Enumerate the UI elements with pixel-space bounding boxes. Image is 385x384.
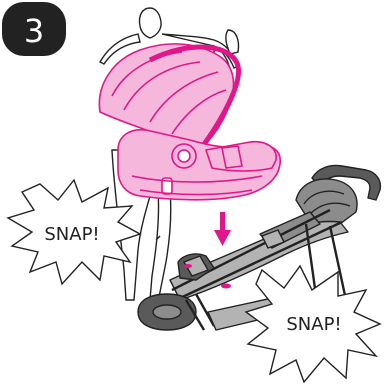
lock-indicator — [221, 284, 231, 289]
step-badge: 3 — [2, 2, 66, 56]
snap-right-label: SNAP! — [286, 314, 341, 335]
snap-callout-right: SNAP! — [246, 266, 380, 382]
snap-left-label: SNAP! — [44, 224, 99, 245]
step-number: 3 — [24, 12, 44, 50]
infant-carrier — [99, 44, 280, 200]
lock-indicator-front — [184, 264, 192, 268]
down-arrow — [214, 212, 231, 246]
